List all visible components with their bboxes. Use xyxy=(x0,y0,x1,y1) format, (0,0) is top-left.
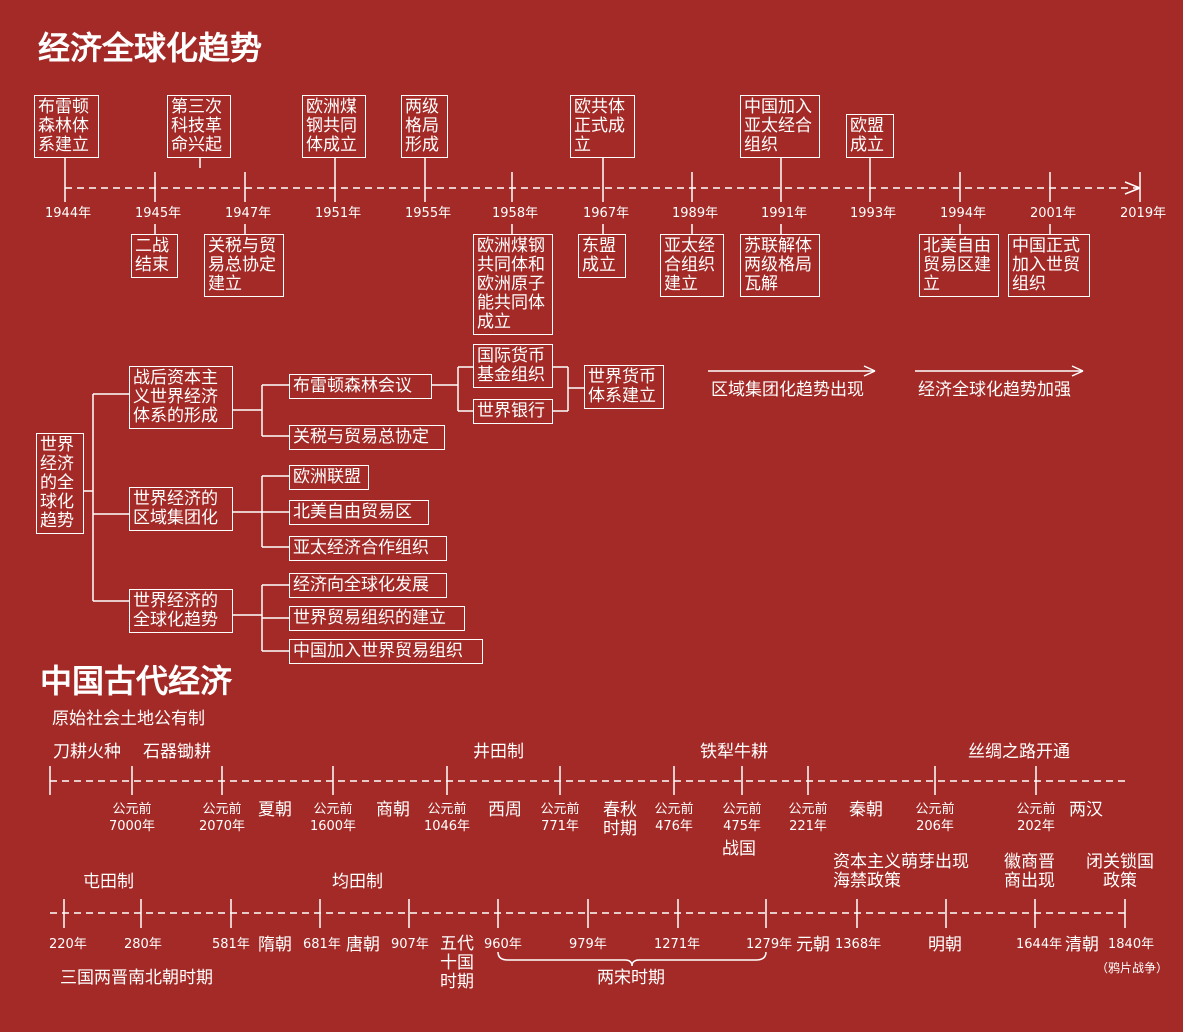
event-ussr-dissolved: 苏联解体 两级格局 瓦解 xyxy=(740,234,820,297)
event-eu-founded: 欧盟 成立 xyxy=(846,114,894,158)
event-tuntian: 屯田制 xyxy=(83,872,134,892)
tree-branch-globalization: 世界经济的 全球化趋势 xyxy=(129,589,233,633)
year-label: 公元前 206年 xyxy=(915,802,955,834)
event-closed-door-policy: 闭关锁国 政策 xyxy=(1086,852,1154,891)
tree-item-monetary-system: 世界货币 体系建立 xyxy=(584,365,664,409)
period-ming: 明朝 xyxy=(928,935,962,955)
year-label: 公元前 771年 xyxy=(540,802,580,834)
year-label: 2019年 xyxy=(1120,206,1167,221)
year-label: 公元前 2070年 xyxy=(198,802,246,834)
year-label: 1644年 xyxy=(1016,937,1063,952)
period-song: 两宋时期 xyxy=(597,968,665,988)
tree-item-gatt: 关税与贸易总协定 xyxy=(289,425,445,450)
tree-item-eu: 欧洲联盟 xyxy=(289,465,369,490)
legend-regional-trend: 区域集团化趋势出现 xyxy=(711,380,864,400)
period-tang: 唐朝 xyxy=(346,935,380,955)
event-apec-founded: 亚太经 合组织 建立 xyxy=(660,234,724,297)
tree-item-nafta: 北美自由贸易区 xyxy=(289,500,429,525)
event-iron-plough: 铁犁牛耕 xyxy=(700,742,768,762)
year-label: 1271年 xyxy=(654,937,701,952)
year-label: 1994年 xyxy=(940,206,987,221)
period-five-dynasties: 五代 十国 时期 xyxy=(440,934,474,992)
tree-root: 世界 经济 的全 球化 趋势 xyxy=(36,433,84,534)
tree-item-world-bank: 世界银行 xyxy=(473,399,553,424)
year-label: 1967年 xyxy=(583,206,630,221)
tree-branch-regional-blocs: 世界经济的 区域集团化 xyxy=(129,487,233,531)
event-huizhou-jin-merchants: 徽商晋 商出现 xyxy=(1004,852,1055,891)
year-label: 1958年 xyxy=(492,206,539,221)
year-label: 1993年 xyxy=(850,206,897,221)
event-third-tech-revolution: 第三次 科技革 命兴起 xyxy=(167,95,231,158)
event-slash-and-burn: 刀耕火种 xyxy=(53,742,121,762)
tree-item-apec: 亚太经济合作组织 xyxy=(289,536,447,561)
note-opium-war: （鸦片战争） xyxy=(1096,961,1169,975)
year-label: 960年 xyxy=(484,937,522,952)
period-sui: 隋朝 xyxy=(258,935,292,955)
section-title-ancient-economy: 中国古代经济 xyxy=(40,662,233,700)
event-gatt-established: 关税与贸 易总协定 建立 xyxy=(204,234,284,297)
event-well-field: 井田制 xyxy=(473,742,524,762)
tree-item-globalizing: 经济向全球化发展 xyxy=(289,573,447,598)
event-capitalism-sprouts: 资本主义萌芽出现 海禁政策 xyxy=(833,852,969,891)
year-label: 979年 xyxy=(569,937,607,952)
year-label: 1955年 xyxy=(405,206,452,221)
event-bretton-woods-system: 布雷顿 森林体 系建立 xyxy=(34,95,99,158)
event-china-joins-wto: 中国正式 加入世贸 组织 xyxy=(1008,234,1090,297)
period-qin: 秦朝 xyxy=(849,800,883,820)
event-silk-road: 丝绸之路开通 xyxy=(968,742,1070,762)
year-label: 220年 xyxy=(49,937,87,952)
event-asean-founded: 东盟 成立 xyxy=(578,234,626,278)
event-ecsc-founded: 欧洲煤 钢共同 体成立 xyxy=(302,95,366,158)
year-label: 1840年 xyxy=(1108,937,1155,952)
event-ww2-ends: 二战 结束 xyxy=(131,234,178,278)
period-three-kingdoms: 三国两晋南北朝时期 xyxy=(60,968,213,988)
year-label: 1368年 xyxy=(835,937,882,952)
tree-item-wto-established: 世界贸易组织的建立 xyxy=(289,606,465,631)
year-label: 280年 xyxy=(124,937,162,952)
period-qing: 清朝 xyxy=(1065,935,1099,955)
period-warring-states: 战国 xyxy=(722,839,756,859)
event-nafta-established: 北美自由 贸易区建 立 xyxy=(919,234,999,297)
year-label: 公元前 475年 xyxy=(722,802,762,834)
year-label: 1951年 xyxy=(315,206,362,221)
year-label: 公元前 476年 xyxy=(654,802,694,834)
year-label: 1945年 xyxy=(135,206,182,221)
year-label: 公元前 221年 xyxy=(788,802,828,834)
period-spring-autumn: 春秋 时期 xyxy=(603,800,637,839)
period-xia: 夏朝 xyxy=(258,800,292,820)
year-label: 681年 xyxy=(303,937,341,952)
year-label: 1279年 xyxy=(746,937,793,952)
tree-item-bretton-woods: 布雷顿森林会议 xyxy=(289,374,432,399)
note-land-ownership: 原始社会土地公有制 xyxy=(52,709,205,729)
event-china-joins-apec: 中国加入 亚太经合 组织 xyxy=(740,95,820,158)
period-western-zhou: 西周 xyxy=(488,800,522,820)
period-yuan: 元朝 xyxy=(796,935,830,955)
period-han: 两汉 xyxy=(1069,800,1103,820)
event-stone-hoe: 石器锄耕 xyxy=(143,742,211,762)
tree-item-china-wto: 中国加入世界贸易组织 xyxy=(289,639,483,664)
legend-global-trend: 经济全球化趋势加强 xyxy=(918,380,1071,400)
year-label: 2001年 xyxy=(1030,206,1077,221)
year-label: 1944年 xyxy=(45,206,92,221)
section-title-globalization: 经济全球化趋势 xyxy=(38,29,263,67)
year-label: 1947年 xyxy=(225,206,272,221)
year-label: 1991年 xyxy=(761,206,808,221)
year-label: 1989年 xyxy=(672,206,719,221)
year-label: 581年 xyxy=(212,937,250,952)
year-label: 公元前 7000年 xyxy=(108,802,156,834)
event-ec-founded: 欧共体 正式成 立 xyxy=(570,95,635,158)
year-label: 公元前 1046年 xyxy=(423,802,471,834)
year-label: 公元前 1600年 xyxy=(309,802,357,834)
tree-branch-postwar-system: 战后资本主 义世界经济 体系的形成 xyxy=(129,366,233,429)
event-juntian: 均田制 xyxy=(332,872,383,892)
year-label: 907年 xyxy=(391,937,429,952)
year-label: 公元前 202年 xyxy=(1016,802,1056,834)
event-bipolar-pattern: 两级 格局 形成 xyxy=(401,95,448,158)
tree-item-imf: 国际货币 基金组织 xyxy=(473,344,553,388)
period-shang: 商朝 xyxy=(376,800,410,820)
event-eec-euratom: 欧洲煤钢 共同体和 欧洲原子 能共同体 成立 xyxy=(473,234,553,335)
